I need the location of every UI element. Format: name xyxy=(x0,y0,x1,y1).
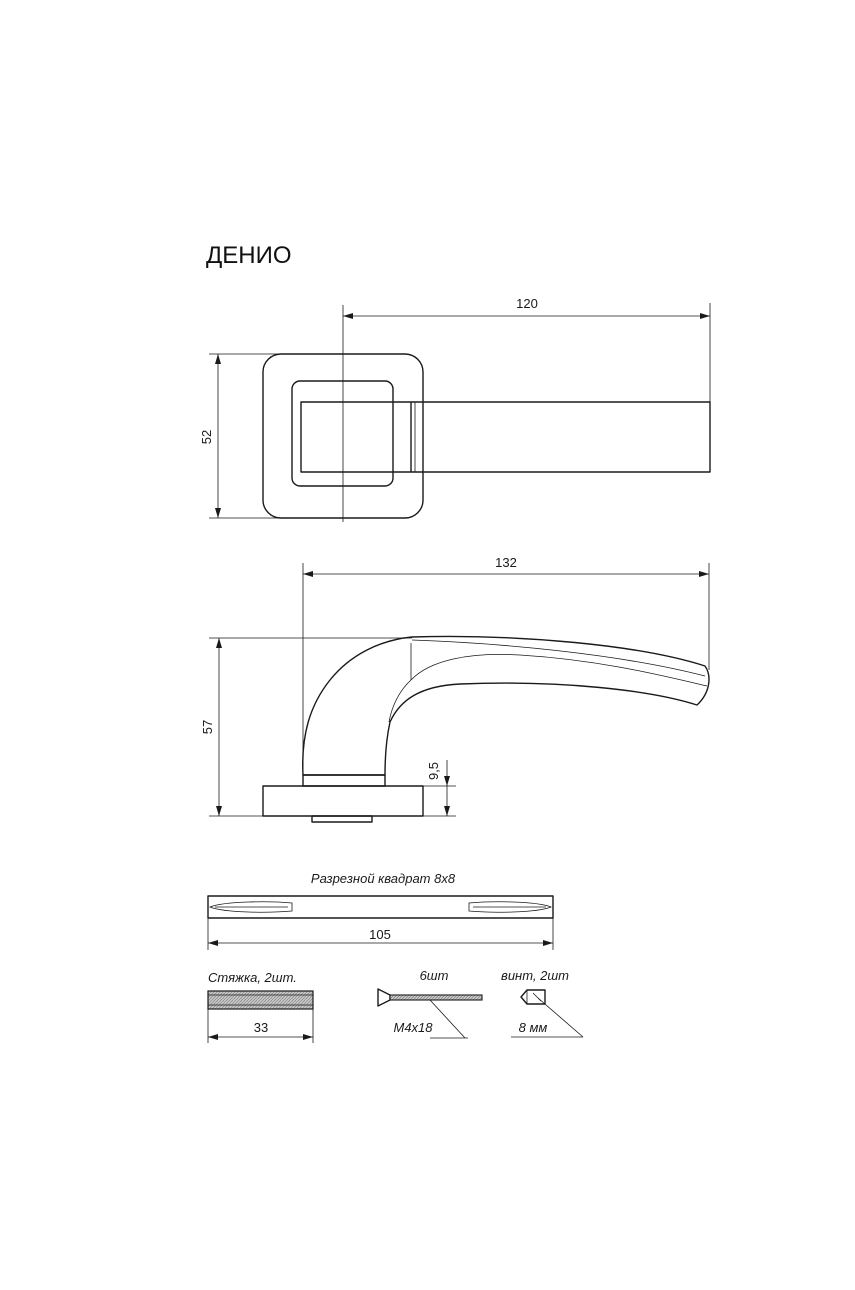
screw-count-note: 6шт xyxy=(420,968,449,983)
tie-rod xyxy=(207,990,314,1010)
lever-profile xyxy=(302,635,710,776)
dim-52-label: 52 xyxy=(199,430,214,444)
set-screw-view: винт, 2шт 8 мм xyxy=(501,968,584,1038)
dim-120-label: 120 xyxy=(516,296,538,311)
product-title: ДЕНИО xyxy=(206,242,292,269)
tie-note: Стяжка, 2шт. xyxy=(208,970,297,985)
spindle-view: Разрезной квадрат 8х8 105 xyxy=(207,871,554,950)
dim-33-label: 33 xyxy=(254,1020,268,1035)
screw-size-note: М4х18 xyxy=(393,1020,433,1035)
screw-head xyxy=(377,988,391,1007)
set-screw xyxy=(520,989,546,1005)
dim-132-label: 132 xyxy=(495,555,517,570)
spindle-note: Разрезной квадрат 8х8 xyxy=(311,871,456,886)
set-screw-size-note: 8 мм xyxy=(519,1020,548,1035)
rose-inner xyxy=(291,380,394,487)
dim-57-label: 57 xyxy=(200,720,215,734)
spindle-body xyxy=(207,895,554,919)
set-screw-note: винт, 2шт xyxy=(501,968,569,983)
rose-collar xyxy=(302,774,386,787)
dim-9-5-label: 9,5 xyxy=(426,762,441,780)
dim-105-label: 105 xyxy=(369,927,391,942)
spindle-stub xyxy=(311,815,373,823)
tie-rod-view: Стяжка, 2шт. 33 xyxy=(207,970,314,1043)
side-view: 132 57 9,5 xyxy=(200,555,710,823)
top-view: 120 52 xyxy=(199,296,711,522)
screw-view: 6шт М4х18 xyxy=(377,968,483,1039)
lever-body xyxy=(300,401,711,473)
screw-shaft xyxy=(389,994,483,1001)
rose-base xyxy=(262,785,424,817)
